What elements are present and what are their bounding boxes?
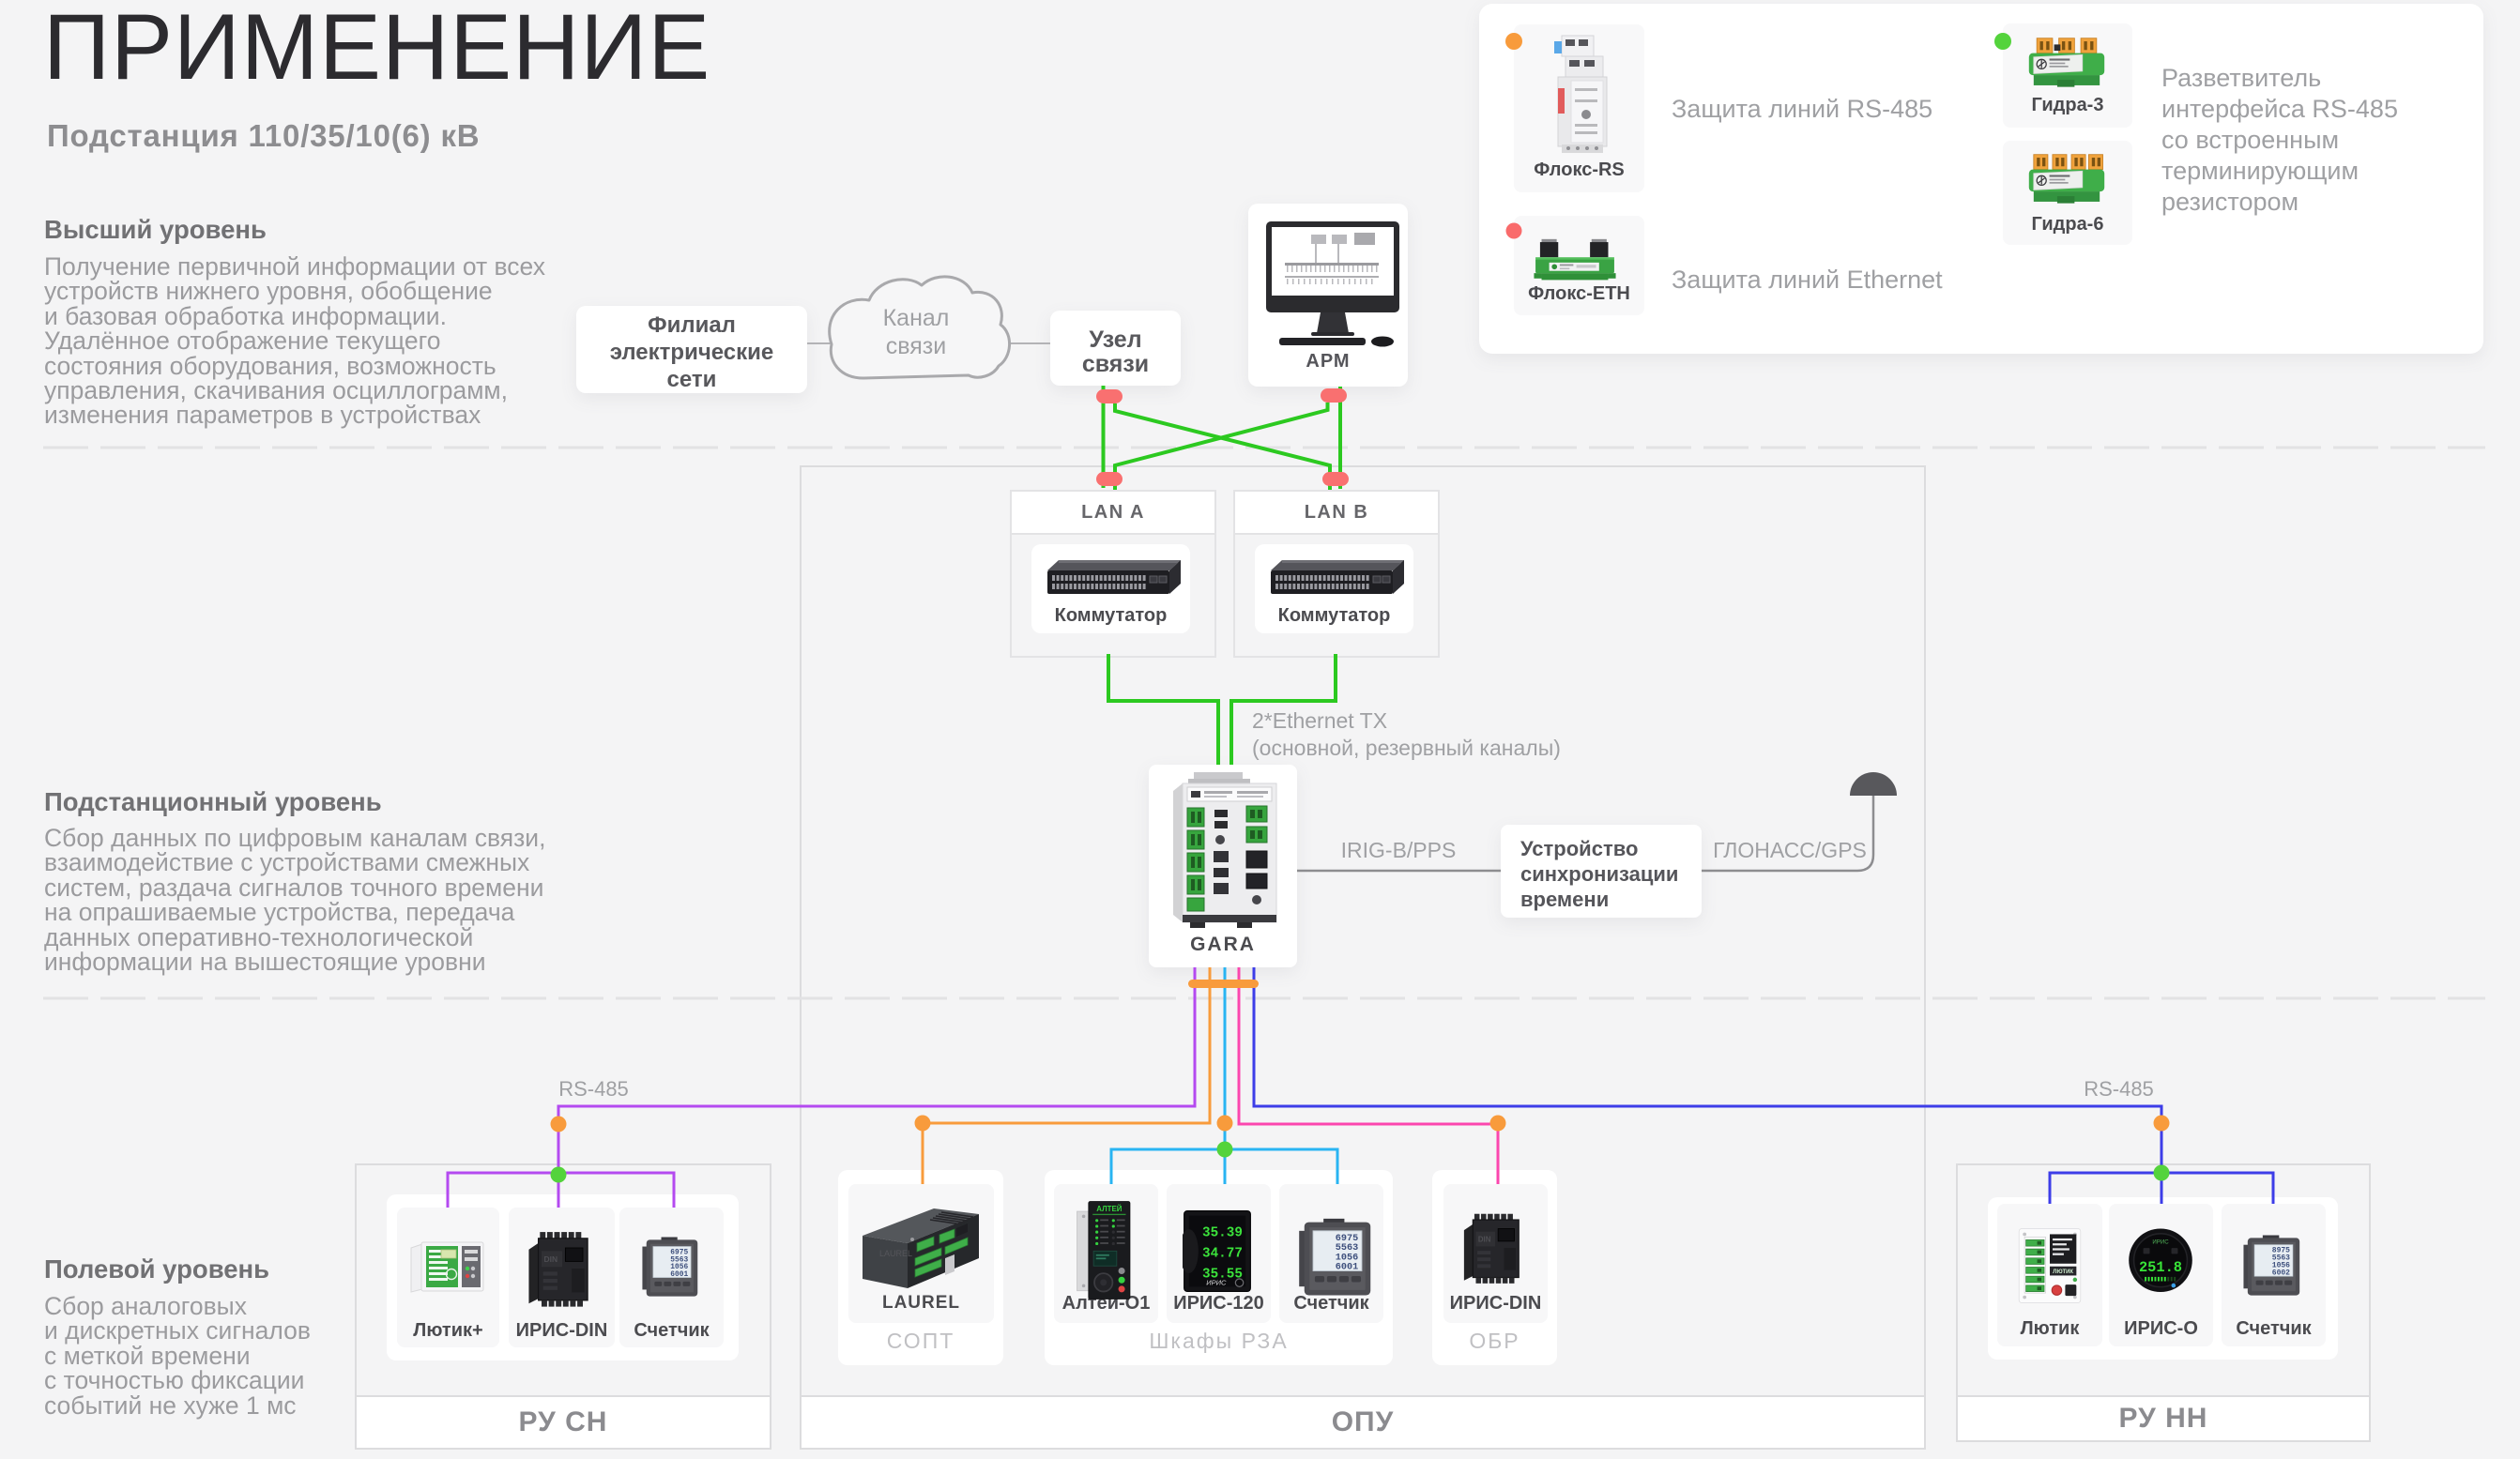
svg-text:6001: 6001 <box>1336 1263 1358 1273</box>
svg-text:ИРИС: ИРИС <box>1206 1279 1227 1287</box>
svg-text:АЛТЕЙ: АЛТЕЙ <box>1096 1205 1122 1213</box>
svg-text:6001: 6001 <box>670 1270 688 1279</box>
svg-text:1056: 1056 <box>670 1263 688 1271</box>
svg-text:1056: 1056 <box>2272 1262 2290 1270</box>
svg-text:35.39: 35.39 <box>1202 1226 1243 1241</box>
svg-text:34.77: 34.77 <box>1202 1246 1243 1261</box>
svg-text:DIN: DIN <box>544 1254 558 1264</box>
svg-text:5563: 5563 <box>2272 1254 2290 1263</box>
svg-text:6975: 6975 <box>1336 1234 1358 1244</box>
svg-text:6002: 6002 <box>2272 1269 2290 1278</box>
svg-text:DIN: DIN <box>1478 1236 1491 1244</box>
svg-text:35.55: 35.55 <box>1202 1267 1243 1282</box>
svg-text:251.8: 251.8 <box>2139 1259 2182 1276</box>
svg-text:ЛЮТИК: ЛЮТИК <box>2053 1269 2073 1275</box>
svg-text:8975: 8975 <box>2272 1247 2290 1255</box>
svg-text:LAUREL: LAUREL <box>879 1249 912 1258</box>
svg-text:связи: связи <box>886 333 946 359</box>
svg-text:6975: 6975 <box>670 1248 688 1256</box>
svg-text:1056: 1056 <box>1336 1253 1358 1263</box>
svg-text:ИРИС: ИРИС <box>2152 1239 2169 1246</box>
svg-text:5563: 5563 <box>670 1255 688 1264</box>
svg-text:Канал: Канал <box>883 305 950 331</box>
svg-text:5563: 5563 <box>1336 1243 1358 1254</box>
